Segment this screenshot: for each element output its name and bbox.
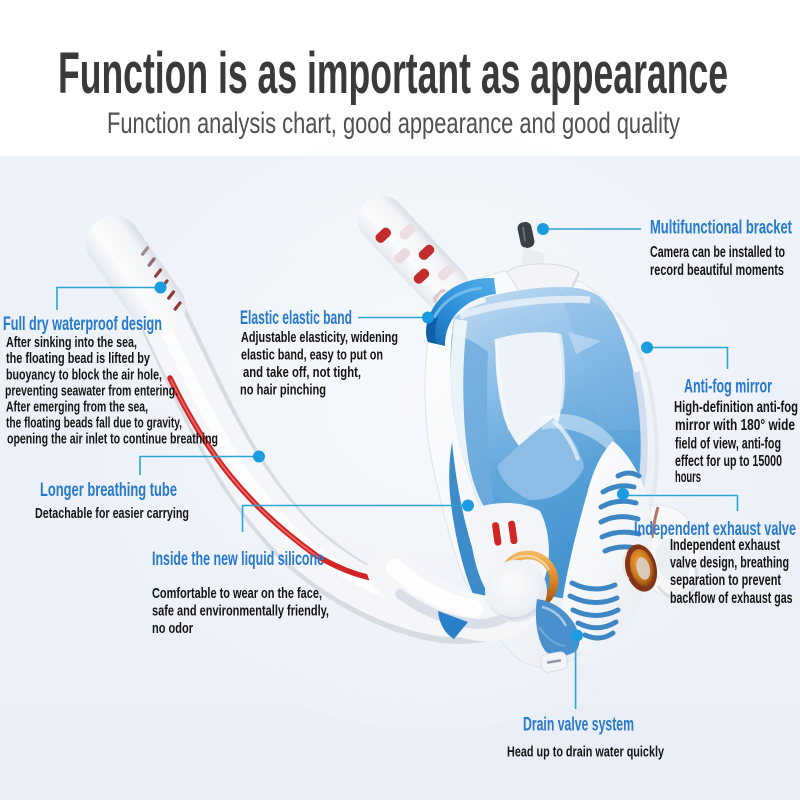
svg-text:Independent exhaust: Independent exhaust [670,537,780,554]
svg-text:After sinking into the sea,: After sinking into the sea, [6,335,137,351]
svg-text:Drain valve system: Drain valve system [523,715,634,736]
svg-text:Function is as important as ap: Function is as important as appearance [58,41,728,106]
svg-text:buoyancy to block the air hole: buoyancy to block the air hole, [6,368,162,384]
svg-text:Detachable for easier carrying: Detachable for easier carrying [35,505,189,522]
svg-text:mirror with 180° wide: mirror with 180° wide [675,417,795,434]
svg-text:Head up to drain water quickly: Head up to drain water quickly [507,744,664,761]
svg-text:record beautiful moments: record beautiful moments [650,262,784,279]
svg-text:Inside the new liquid silicone: Inside the new liquid silicone [152,549,324,570]
svg-text:preventing seawater from enter: preventing seawater from entering. [5,384,178,400]
svg-text:Adjustable elasticity, widenin: Adjustable elasticity, widening [241,329,398,346]
svg-text:no hair pinching: no hair pinching [240,382,326,399]
svg-text:and take off, not tight,: and take off, not tight, [243,364,361,381]
svg-text:Independent exhaust valve: Independent exhaust valve [634,519,796,540]
svg-text:backflow of exhaust gas: backflow of exhaust gas [670,590,793,607]
svg-text:the floating bead is lifted by: the floating bead is lifted by [6,351,150,367]
svg-text:opening the air inlet to conti: opening the air inlet to continue breath… [7,432,218,448]
svg-text:hours: hours [675,469,701,486]
svg-text:separation to prevent: separation to prevent [670,572,781,589]
svg-text:Anti-fog mirror: Anti-fog mirror [684,377,772,398]
svg-text:the floating beads fall due to: the floating beads fall due to gravity, [6,416,182,432]
svg-text:Function analysis chart, good: Function analysis chart, good appearance… [107,107,680,140]
svg-text:Multifunctional bracket: Multifunctional bracket [650,218,792,239]
svg-text:Comfortable to wear on the fac: Comfortable to wear on the face, [152,585,322,602]
svg-text:Elastic elastic band: Elastic elastic band [240,308,352,329]
svg-text:Camera can be installed to: Camera can be installed to [650,244,785,261]
svg-text:High-definition anti-fog: High-definition anti-fog [674,399,798,416]
svg-text:valve design, breathing: valve design, breathing [670,555,789,572]
svg-text:field of view, anti-fog: field of view, anti-fog [675,436,781,453]
svg-text:Full dry waterproof design: Full dry waterproof design [3,314,162,335]
svg-text:no odor: no odor [152,620,193,637]
svg-text:safe and environmentally frien: safe and environmentally friendly, [152,603,329,620]
svg-text:Longer breathing tube: Longer breathing tube [40,480,177,501]
svg-text:effect for up to 15000: effect for up to 15000 [675,453,782,470]
svg-text:elastic band, easy to put on: elastic band, easy to put on [241,347,383,364]
svg-text:After emerging from the sea,: After emerging from the sea, [6,400,148,416]
